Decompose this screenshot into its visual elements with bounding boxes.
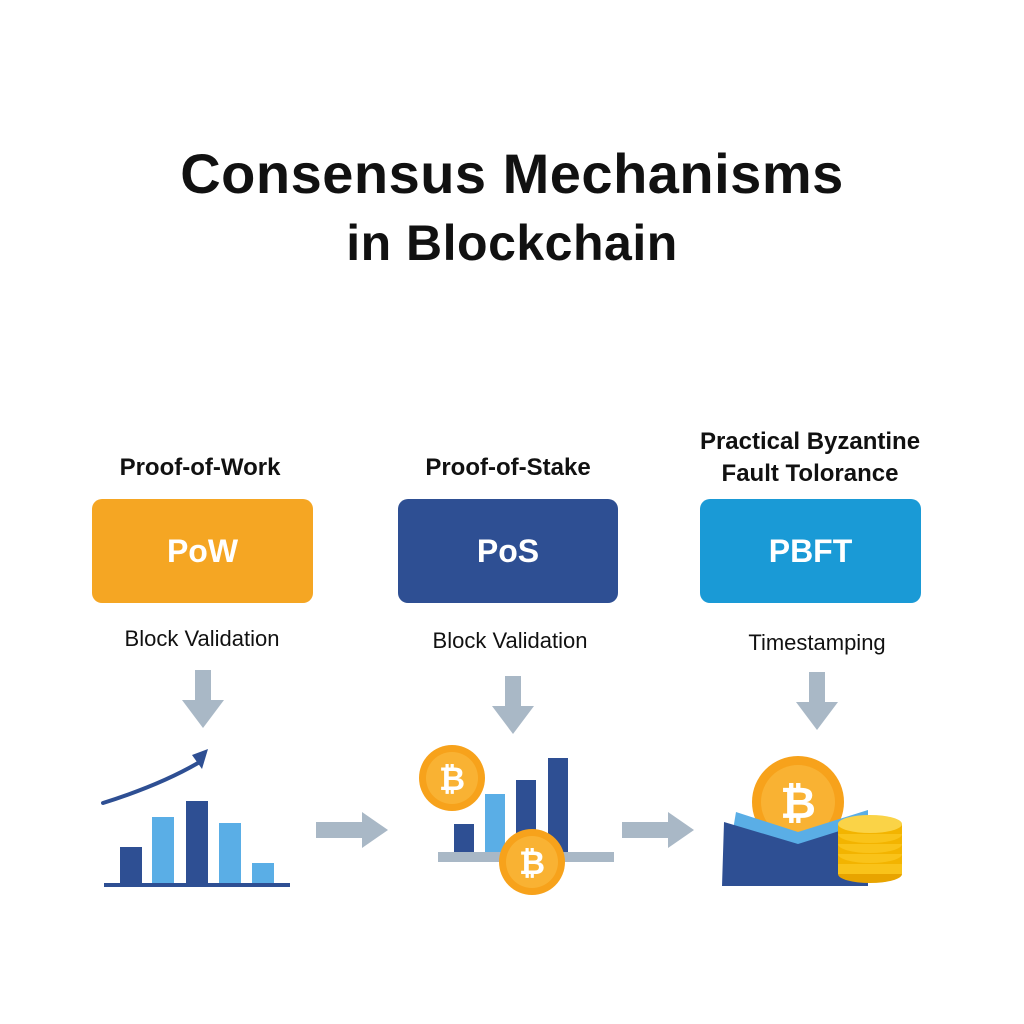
book-with-coins-icon: ₿ [722,756,902,886]
pow-abbreviation: PoW [166,532,239,569]
down-arrow-icon [796,672,838,730]
pos-heading: Proof-of-Stake [425,454,591,481]
pow-heading: Proof-of-Work [119,454,281,481]
pos-caption: Block Validation [432,628,588,653]
pbft-abbreviation: PBFT [768,532,853,569]
bitcoin-coin-icon: ₿ [419,745,485,811]
pos-abbreviation: PoS [476,532,540,569]
bar-chart-with-coins-icon: ₿ ₿ [419,745,614,895]
rising-bar-chart-icon [101,749,290,887]
right-arrow-icon [622,812,694,848]
pow-caption: Block Validation [124,626,280,651]
title-line-2: in Blockchain [346,215,678,271]
down-arrow-icon [182,670,224,728]
coin-stack-icon [838,815,902,883]
svg-text:₿: ₿ [780,778,816,829]
svg-text:₿: ₿ [439,760,465,798]
pbft-box: PBFT [700,499,921,603]
pbft-caption: Timestamping [748,630,886,655]
down-arrow-icon [492,676,534,734]
pbft-heading: Practical Byzantine Fault Tolorance [699,428,921,487]
pow-box: PoW [92,499,313,603]
pos-box: PoS [398,499,618,603]
bitcoin-coin-icon: ₿ [499,829,565,895]
right-arrow-icon [316,812,388,848]
diagram-title: Consensus Mechanisms in Blockchain [0,138,1024,276]
svg-text:₿: ₿ [519,844,545,882]
title-line-1: Consensus Mechanisms [180,142,844,205]
